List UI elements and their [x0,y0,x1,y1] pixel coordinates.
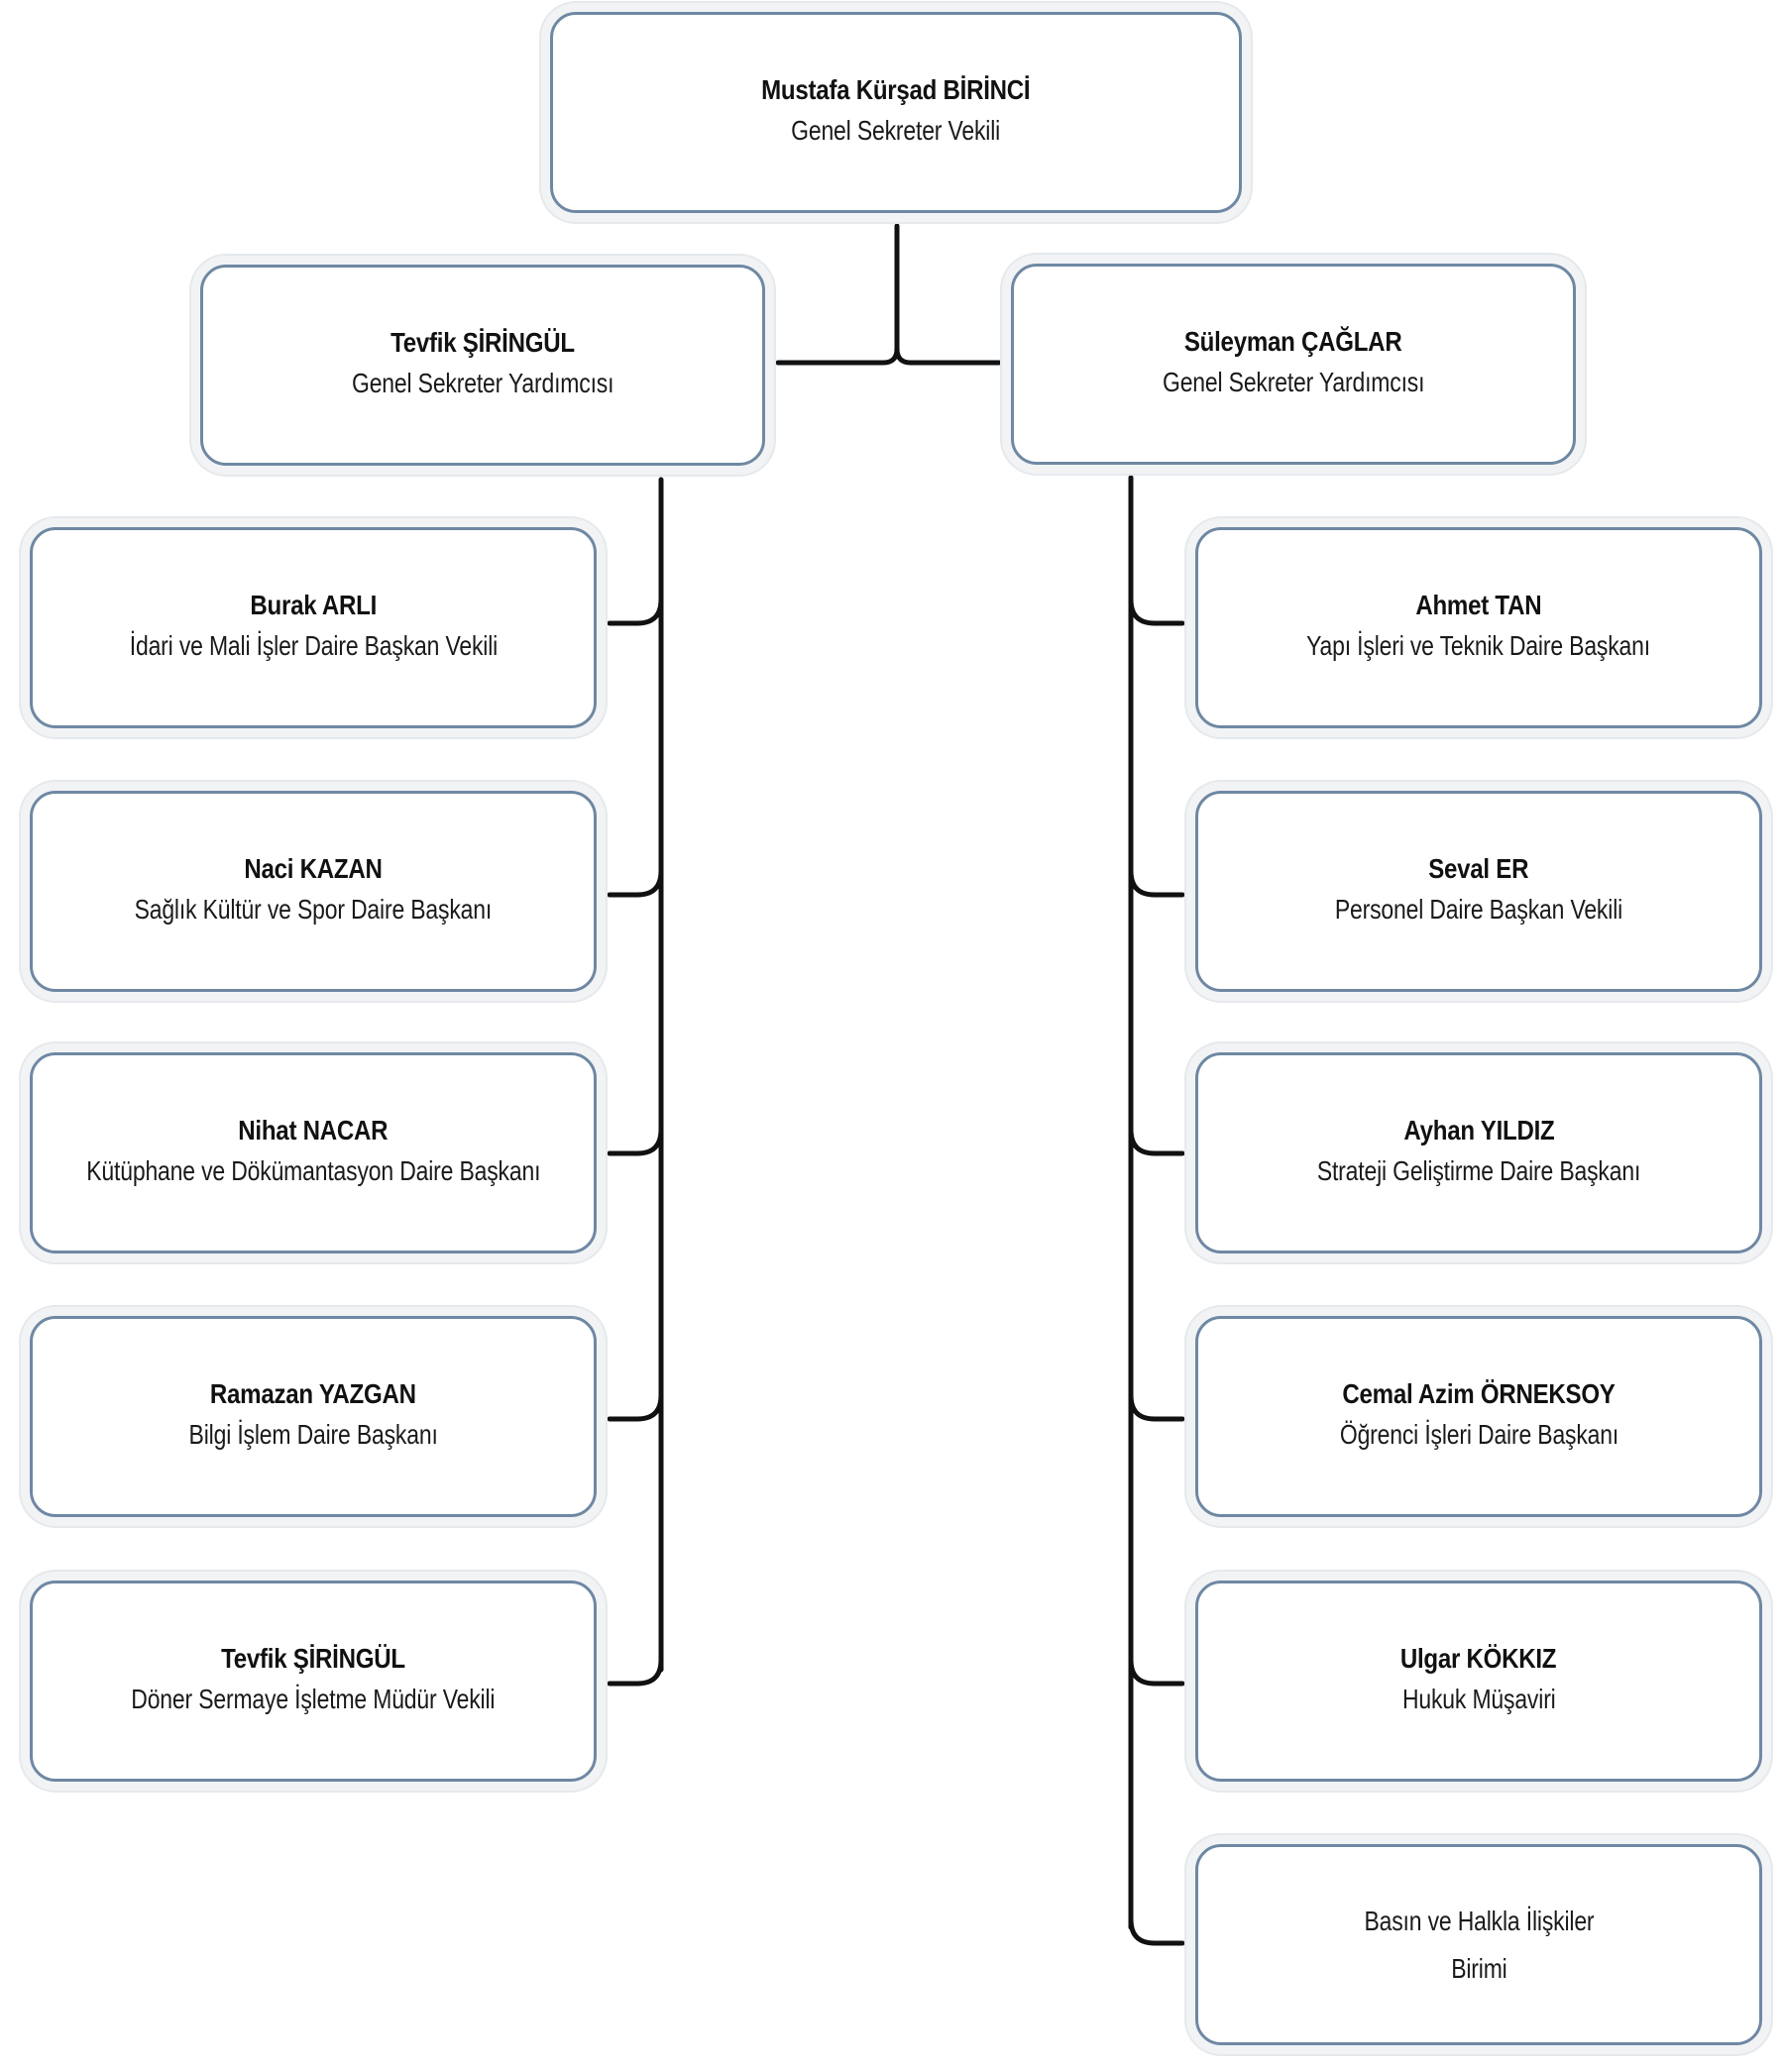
connector-left-branch-1 [607,597,664,626]
unit-node: Seval ER Personel Daire Başkan Vekili [1195,791,1762,992]
unit-node: Tevfik ŞİRİNGÜL Döner Sermaye İşletme Mü… [30,1581,597,1782]
unit-title: Bilgi İşlem Daire Başkanı [188,1419,438,1450]
connector-right-branch-2 [1128,868,1185,898]
unit-name: Ulgar KÖKKIZ [1400,1643,1557,1675]
unit-title: Strateji Geliştirme Daire Başkanı [1316,1155,1641,1186]
unit-title: Kütüphane ve Dökümantasyon Daire Başkanı [85,1155,541,1186]
unit-name: Seval ER [1428,853,1529,885]
unit-name: Burak ARLI [250,590,377,621]
connector-root-left [775,346,900,366]
connector-right-branch-4 [1128,1392,1185,1422]
unit-node: Cemal Azim ÖRNEKSOY Öğrenci İşleri Daire… [1195,1316,1762,1517]
unit-name: Ramazan YAZGAN [210,1378,416,1410]
unit-name: Ahmet TAN [1415,590,1542,621]
root-name: Mustafa Kürşad BİRİNCİ [761,74,1031,106]
deputy-node-right: Süleyman ÇAĞLAR Genel Sekreter Yardımcıs… [1011,264,1576,465]
connector-left-branch-5 [607,1657,664,1687]
unit-name: Cemal Azim ÖRNEKSOY [1342,1378,1616,1410]
unit-node: Burak ARLI İdari ve Mali İşler Daire Baş… [30,527,597,728]
connector-right-branch-1 [1128,597,1185,626]
unit-title: Personel Daire Başkan Vekili [1334,894,1623,925]
connector-root-right [894,346,1002,366]
unit-title: Sağlık Kültür ve Spor Daire Başkanı [134,894,493,925]
unit-node: Naci KAZAN Sağlık Kültür ve Spor Daire B… [30,791,597,992]
connector-right-branch-5 [1128,1657,1185,1687]
unit-title-line-1: Basın ve Halkla İlişkiler [1364,1905,1594,1936]
unit-title: Döner Sermaye İşletme Müdür Vekili [131,1684,496,1714]
unit-node: Ayhan YILDIZ Strateji Geliştirme Daire B… [1195,1052,1762,1254]
unit-title: Yapı İşleri ve Teknik Daire Başkanı [1306,630,1651,661]
connector-right-branch-3 [1128,1127,1185,1156]
root-title: Genel Sekreter Vekili [791,115,1001,146]
connector-left-branch-4 [607,1392,664,1422]
unit-name: Ayhan YILDIZ [1402,1115,1555,1146]
unit-node: Nihat NACAR Kütüphane ve Dökümantasyon D… [30,1052,597,1254]
unit-node: Ramazan YAZGAN Bilgi İşlem Daire Başkanı [30,1316,597,1517]
unit-name: Nihat NACAR [238,1115,389,1146]
unit-title: Hukuk Müşaviri [1401,1684,1556,1714]
deputy-title: Genel Sekreter Yardımcısı [351,368,614,398]
deputy-name: Tevfik ŞİRİNGÜL [390,327,575,359]
deputy-node-left: Tevfik ŞİRİNGÜL Genel Sekreter Yardımcıs… [200,265,765,466]
root-node: Mustafa Kürşad BİRİNCİ Genel Sekreter Ve… [550,12,1242,213]
unit-node: Ahmet TAN Yapı İşleri ve Teknik Daire Ba… [1195,527,1762,728]
deputy-name: Süleyman ÇAĞLAR [1184,326,1402,358]
unit-title: Öğrenci İşleri Daire Başkanı [1339,1419,1618,1450]
unit-title: İdari ve Mali İşler Daire Başkan Vekili [129,630,498,661]
deputy-title: Genel Sekreter Yardımcısı [1162,367,1425,397]
connector-left-branch-2 [607,868,664,898]
unit-node-press-relations: Basın ve Halkla İlişkiler Birimi [1195,1844,1762,2045]
connector-left-branch-3 [607,1127,664,1156]
unit-name: Tevfik ŞİRİNGÜL [221,1643,405,1675]
unit-name: Naci KAZAN [244,853,383,885]
unit-node: Ulgar KÖKKIZ Hukuk Müşaviri [1195,1581,1762,1782]
connector-right-branch-6 [1128,1916,1185,1946]
unit-title-line-2: Birimi [1450,1952,1507,1984]
